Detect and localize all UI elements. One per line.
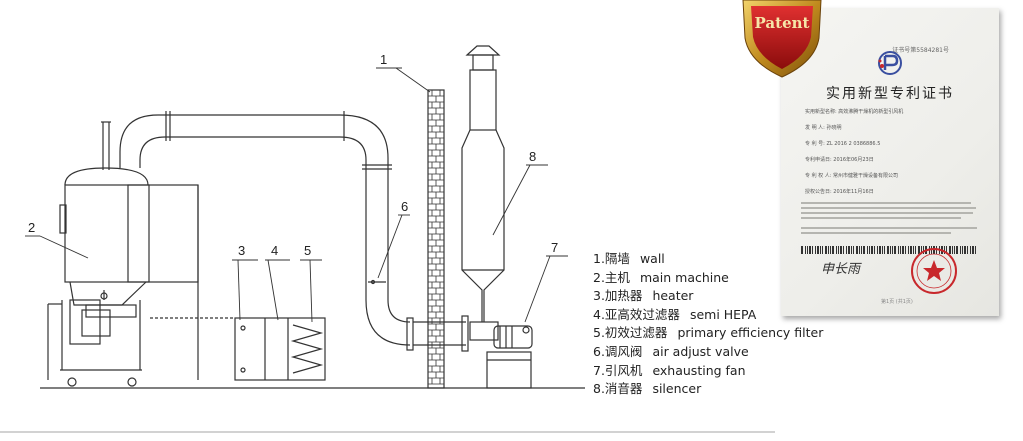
signature: 申长雨 <box>821 262 861 277</box>
equipment-diagram: 1 2 3 4 5 6 7 8 <box>0 45 775 433</box>
text-line <box>801 212 973 214</box>
callout-6: 6 <box>401 199 408 214</box>
text-line <box>801 207 976 209</box>
certificate-field: 发 明 人: 孙晓明 <box>805 125 842 131</box>
certificate-field: 专利申请日: 2016年06月23日 <box>805 157 874 163</box>
certificate-field: 专 利 权 人: 常州市健雅干燥设备有限公司 <box>805 173 899 179</box>
patent-office-logo-icon <box>878 51 902 75</box>
callout-5: 5 <box>304 243 311 258</box>
certificate-field: 专 利 号: ZL 2016 2 0386886.5 <box>805 141 881 147</box>
filter-housing <box>150 185 326 381</box>
exhaust-fan <box>469 321 533 389</box>
barcode <box>801 246 976 254</box>
callout-8: 8 <box>529 149 536 164</box>
official-seal-icon <box>911 248 957 294</box>
leader-lines <box>25 67 568 323</box>
certificate-field: 实用新型名称: 高效沸腾干燥机的新型引风机 <box>805 109 904 115</box>
text-line <box>801 217 961 219</box>
callout-1: 1 <box>380 52 387 67</box>
page-number: 第1页 (共1页) <box>881 299 913 305</box>
patent-shield-badge: Patent <box>742 0 822 78</box>
partition-wall <box>427 89 445 389</box>
main-machine <box>47 121 199 387</box>
callout-2: 2 <box>28 220 35 235</box>
patent-certificate: 证书号第5584281号 实用新型专利证书 实用新型名称: 高效沸腾干燥机的新型… <box>781 8 999 316</box>
certificate-number: 证书号第5584281号 <box>892 47 949 54</box>
certificate-field: 授权公告日: 2016年11月16日 <box>805 189 874 195</box>
certificate-title: 实用新型专利证书 <box>826 86 954 102</box>
text-line <box>801 232 951 234</box>
silencer <box>461 45 505 322</box>
text-line <box>801 227 977 229</box>
callout-4: 4 <box>271 243 278 258</box>
callout-3: 3 <box>238 243 245 258</box>
callout-7: 7 <box>551 240 558 255</box>
top-duct <box>119 111 469 352</box>
badge-label: Patent <box>755 14 810 32</box>
text-line <box>801 202 971 204</box>
